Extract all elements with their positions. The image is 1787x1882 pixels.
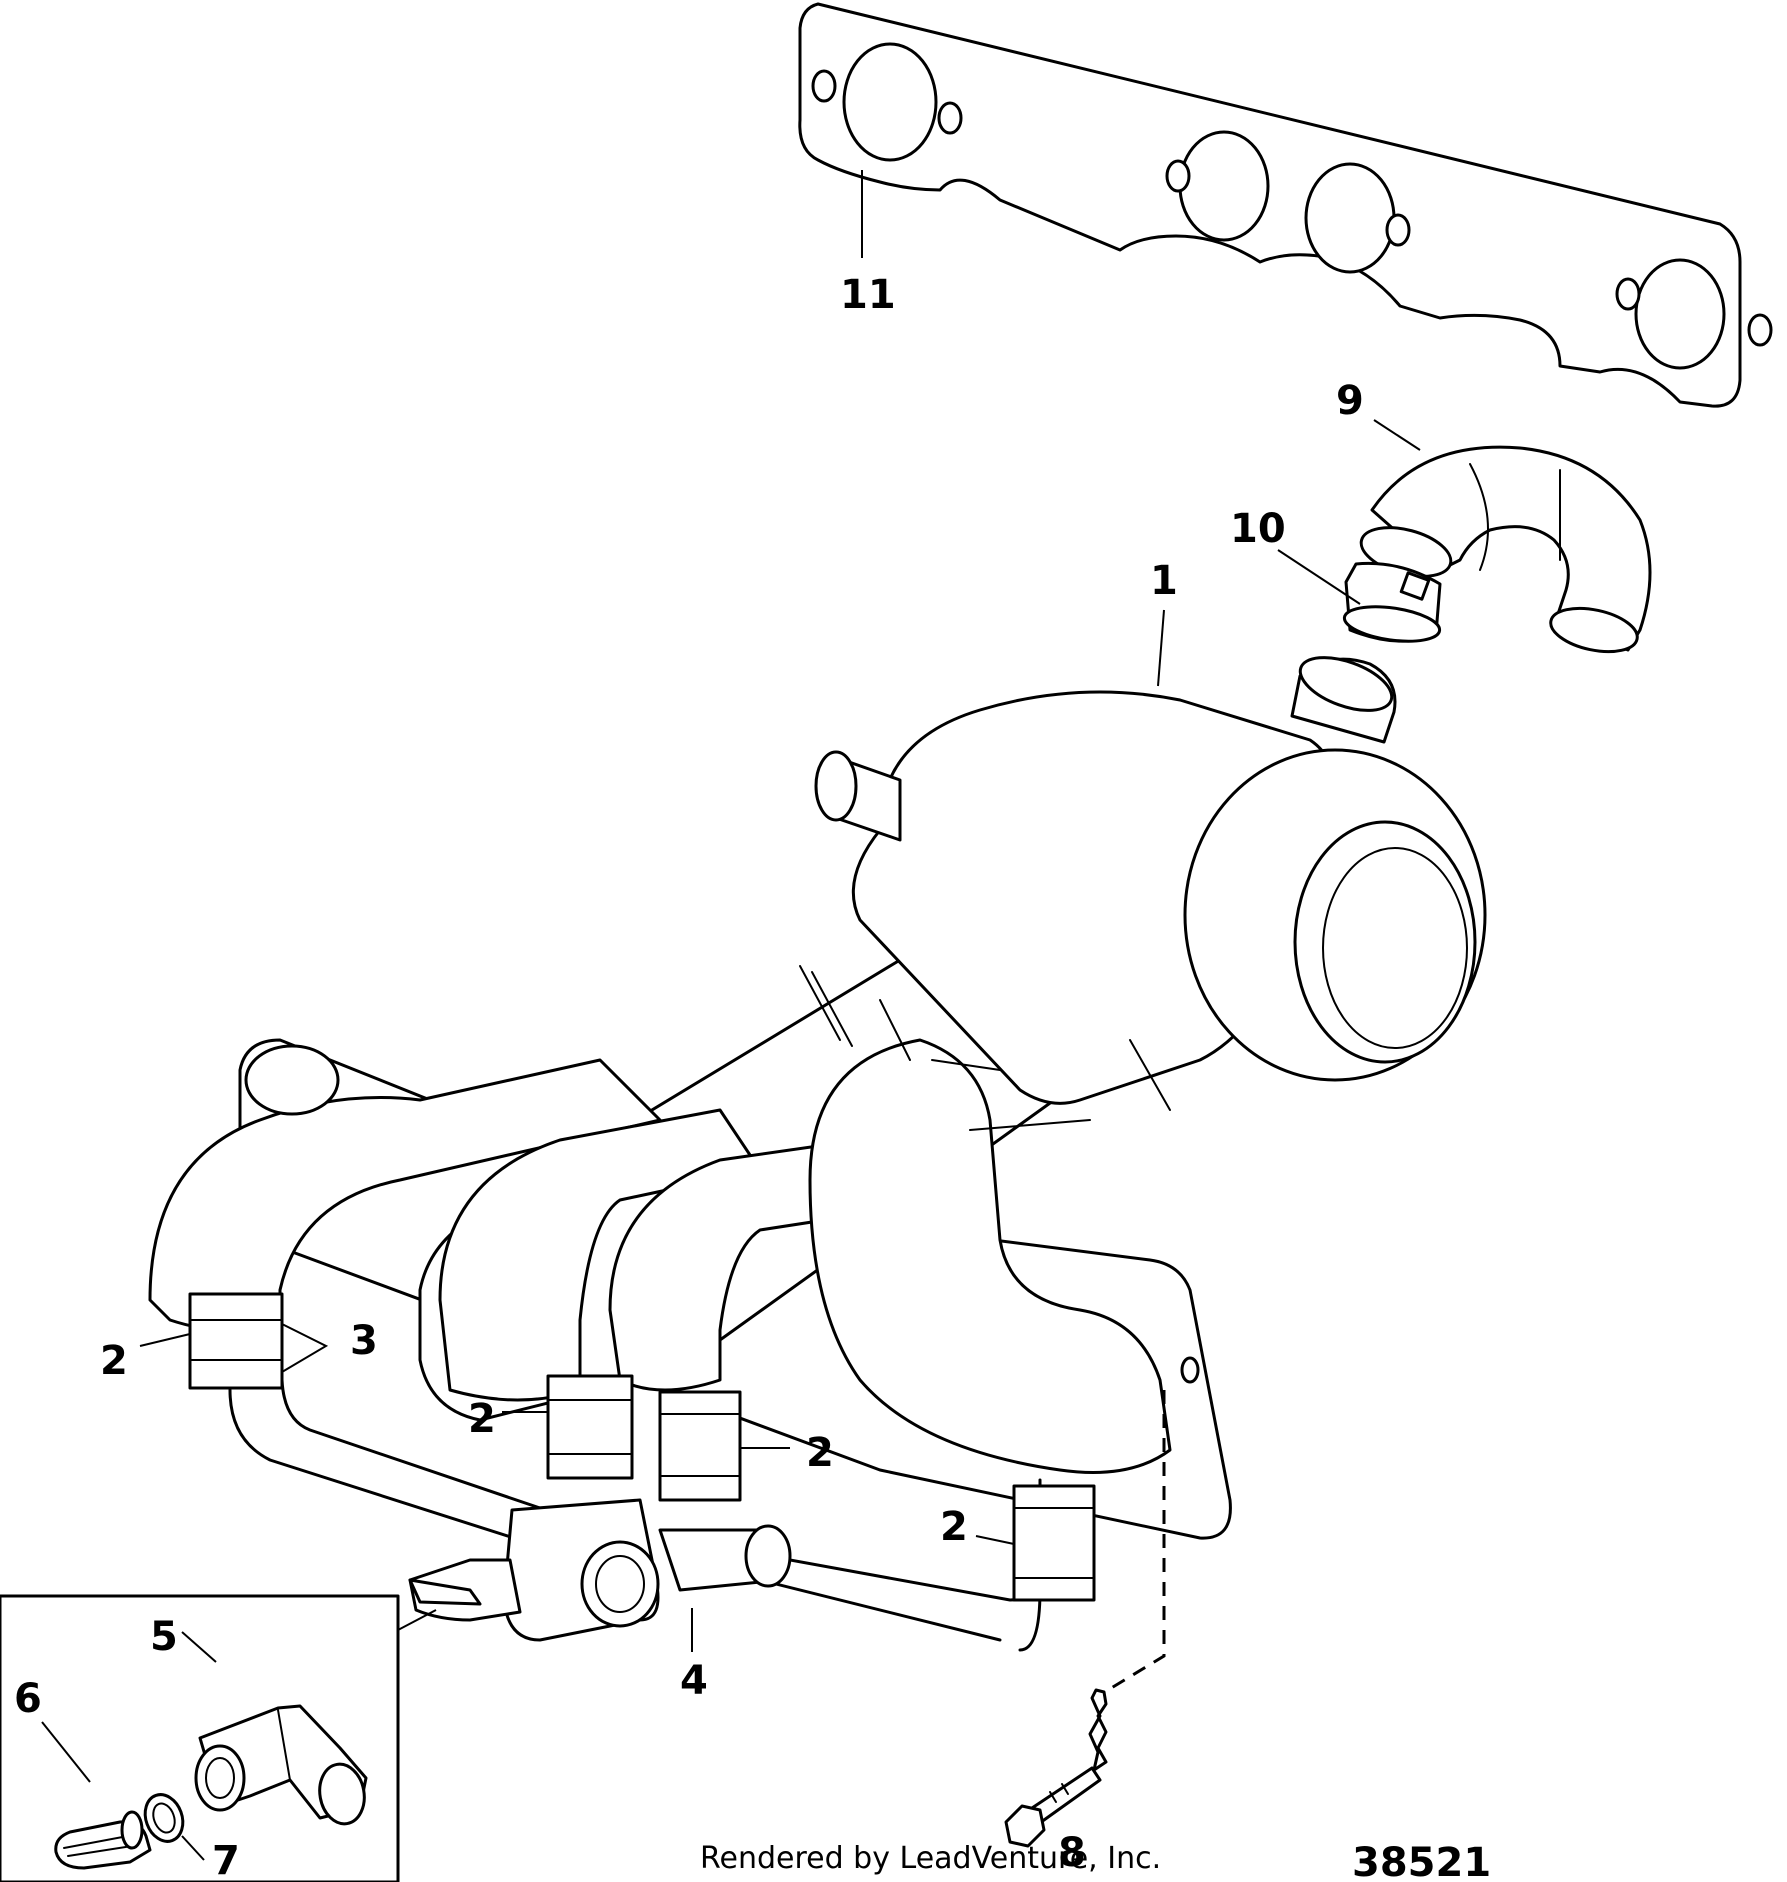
callout-7: 7 — [212, 1838, 240, 1882]
hose-clamp — [1342, 561, 1442, 643]
callout-11: 11 — [840, 272, 896, 318]
drain-fitting-inset — [0, 1594, 400, 1882]
exhaust-gasket — [798, 2, 1773, 408]
mounting-bolt — [1004, 1688, 1108, 1848]
callout-3: 3 — [350, 1318, 378, 1364]
callout-labels: 11 9 10 1 2 3 2 2 2 4 5 6 7 8 — [14, 272, 1364, 1882]
callout-2-center-right: 2 — [806, 1430, 834, 1476]
callout-2-right: 2 — [940, 1504, 968, 1550]
callout-6: 6 — [14, 1676, 42, 1722]
callout-1: 1 — [1150, 558, 1178, 604]
figure-number: 38521 — [1352, 1840, 1491, 1882]
hose-couplings — [188, 1292, 1096, 1602]
callout-9: 9 — [1336, 378, 1364, 424]
leader-lines — [41, 170, 1421, 1861]
callout-4: 4 — [680, 1658, 708, 1704]
u-hose — [1359, 445, 1652, 654]
callout-2-center-left: 2 — [468, 1396, 496, 1442]
callout-5: 5 — [150, 1614, 178, 1660]
callout-8: 8 — [1058, 1830, 1086, 1876]
callout-2-left: 2 — [100, 1338, 128, 1384]
callout-10: 10 — [1230, 506, 1286, 552]
exhaust-manifold — [148, 656, 1487, 1540]
render-credit: Rendered by LeadVenture, Inc. — [700, 1841, 1161, 1876]
